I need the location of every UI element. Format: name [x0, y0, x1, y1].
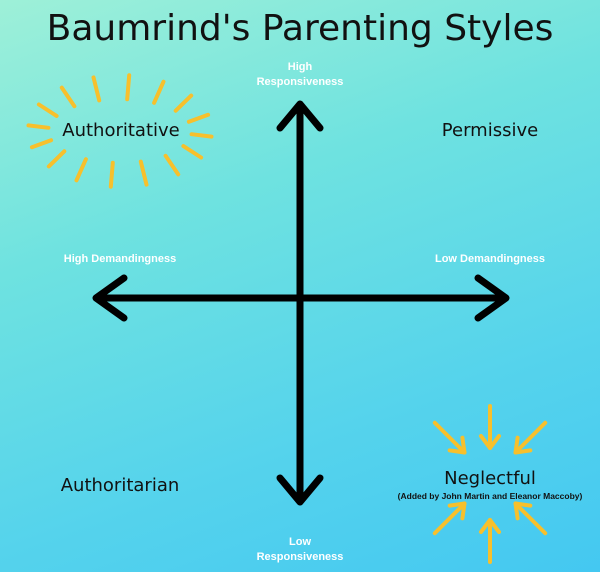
- inward-arrow-shaft: [432, 420, 467, 455]
- sunburst-ray: [181, 144, 204, 160]
- sunburst-decoration: [26, 73, 214, 189]
- sunburst-ray: [138, 159, 149, 187]
- arrow-head-down: [276, 474, 324, 506]
- arrow-head-left: [92, 274, 128, 322]
- sunburst-ray: [125, 73, 132, 102]
- inward-arrow-shaft: [513, 501, 548, 536]
- axis-label-bottom: Low Responsiveness: [240, 535, 360, 565]
- inward-arrow-head: [479, 434, 501, 450]
- sunburst-ray: [26, 123, 51, 130]
- arrow-head-right: [474, 274, 510, 322]
- neglectful-note: (Added by John Martin and Eleanor Maccob…: [397, 491, 583, 501]
- sunburst-ray: [163, 153, 181, 177]
- sunburst-ray: [189, 132, 214, 139]
- sunburst-ray: [186, 112, 211, 124]
- inward-arrow-head: [479, 518, 501, 534]
- sunburst-ray: [108, 160, 115, 189]
- sunburst-ray: [59, 85, 77, 109]
- axis-label-top-line2: Responsiveness: [256, 76, 344, 88]
- axis-label-top-line1: High: [287, 61, 313, 73]
- inward-arrows-decoration: [432, 404, 548, 564]
- sunburst-ray: [29, 138, 54, 150]
- inward-arrow-head: [513, 501, 533, 521]
- axis-label-bottom-line1: Low: [289, 536, 311, 548]
- axis-label-right: Low Demandingness: [434, 253, 546, 265]
- quadrant-permissive: Permissive: [441, 120, 539, 141]
- quadrant-authoritarian: Authoritarian: [60, 475, 180, 496]
- axis-label-bottom-line2: Responsiveness: [256, 551, 344, 563]
- quadrant-authoritative: Authoritative: [62, 120, 180, 141]
- sunburst-ray: [173, 93, 194, 113]
- inward-arrow-shaft: [432, 501, 467, 536]
- inward-arrow-shaft: [513, 420, 548, 455]
- sunburst-ray: [36, 102, 59, 118]
- sunburst-ray: [46, 149, 67, 169]
- sunburst-ray: [91, 75, 102, 103]
- quadrant-neglectful: Neglectful: [444, 468, 536, 489]
- axis-label-top: High Responsiveness: [240, 60, 360, 90]
- inward-arrow-head: [447, 435, 467, 455]
- arrow-head-up: [276, 100, 324, 132]
- sunburst-ray: [74, 157, 88, 183]
- inward-arrow-head: [513, 435, 533, 455]
- inward-arrow-head: [447, 501, 467, 521]
- axis-label-left: High Demandingness: [63, 253, 177, 265]
- diagram-title: Baumrind's Parenting Styles: [46, 8, 554, 49]
- sunburst-ray: [152, 79, 166, 105]
